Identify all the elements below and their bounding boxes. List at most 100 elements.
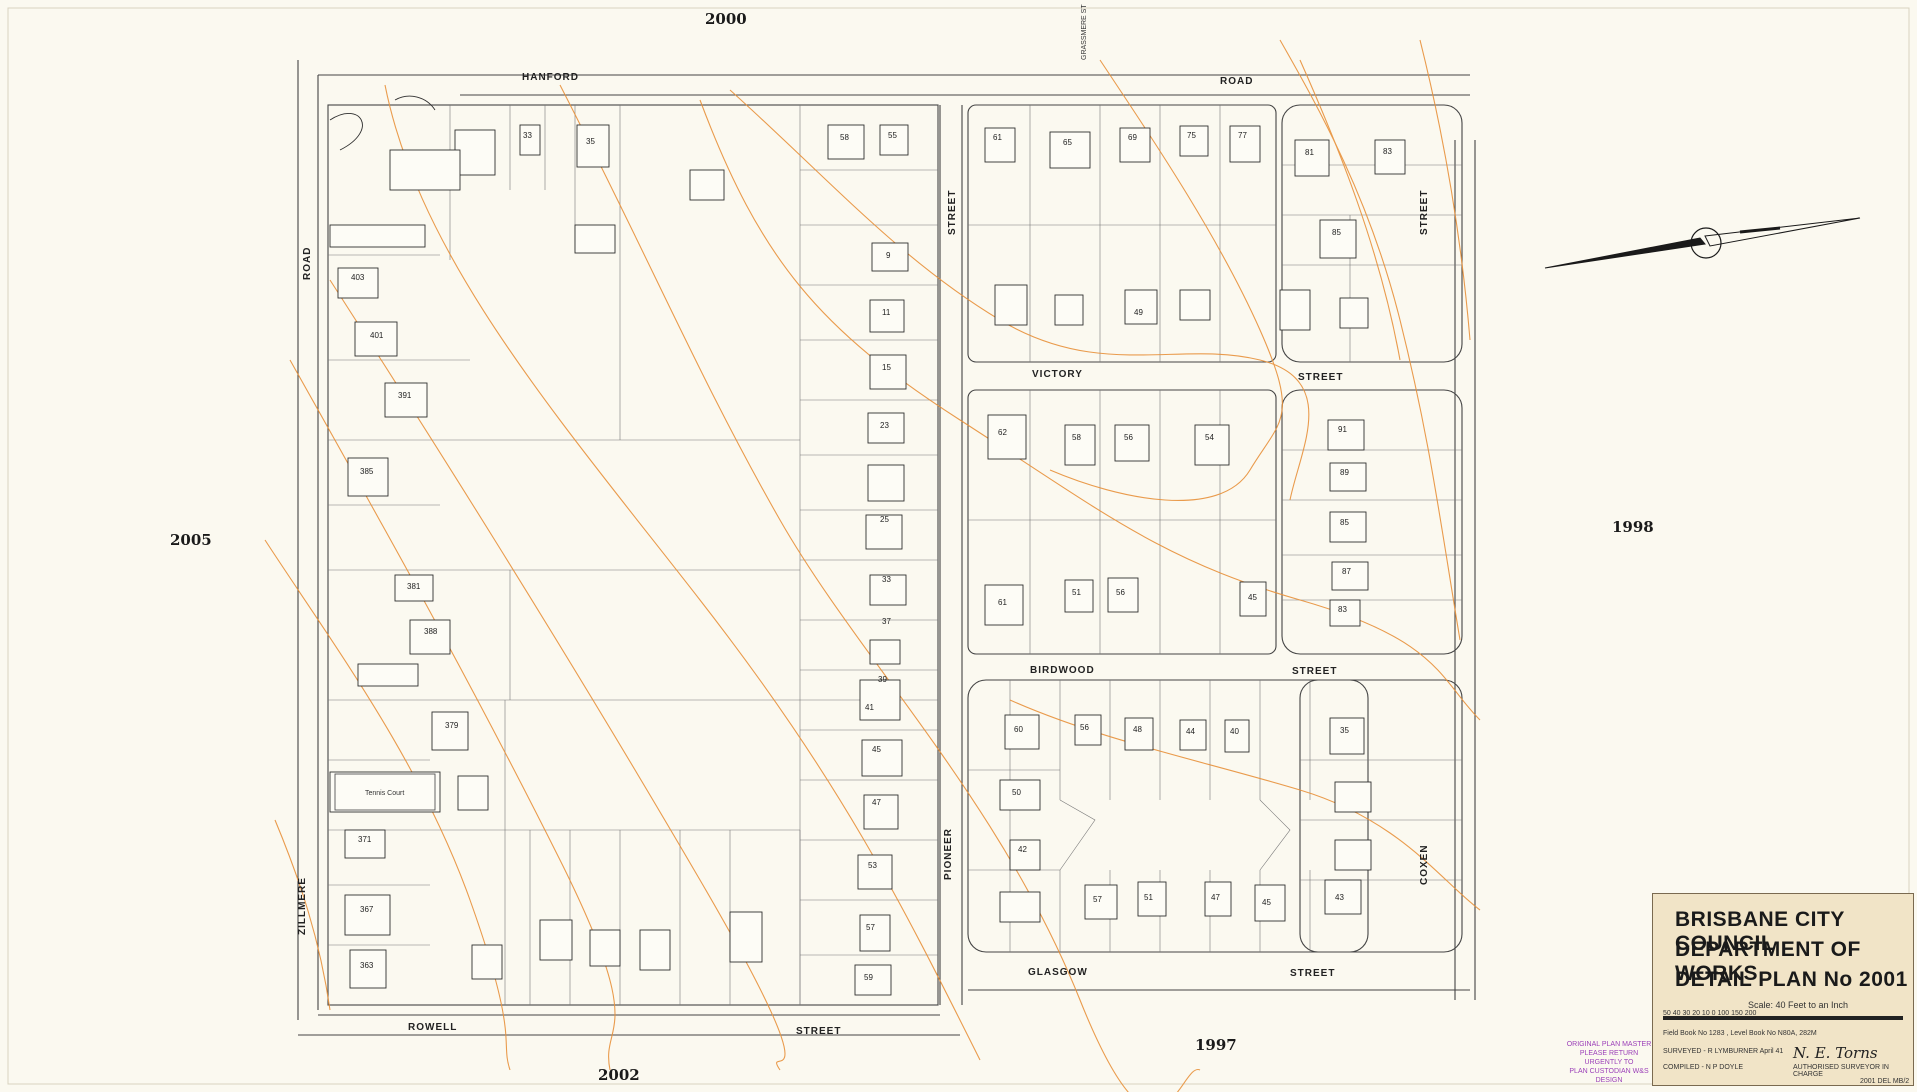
house-number: 49 bbox=[1134, 308, 1143, 317]
house-number: 401 bbox=[370, 331, 384, 340]
stamp-line: PLEASE RETURN URGENTLY TO bbox=[1579, 1050, 1639, 1066]
house-number: 45 bbox=[872, 745, 881, 754]
house-number: 403 bbox=[351, 273, 365, 282]
field-book-text: Field Book No 1283 , Level Book No N80A,… bbox=[1663, 1030, 1817, 1037]
compiled-text: COMPILED - N P DOYLE bbox=[1663, 1064, 1744, 1071]
house-number: 58 bbox=[1072, 433, 1081, 442]
scale-text: Scale: 40 Feet to an Inch bbox=[1748, 1000, 1849, 1010]
house-number: 54 bbox=[1205, 433, 1214, 442]
street-label-birdwood-street: STREET bbox=[1292, 666, 1337, 677]
street-label-road-left: ROAD bbox=[302, 247, 313, 280]
house-number: 57 bbox=[1093, 895, 1102, 904]
house-number: 15 bbox=[882, 363, 891, 372]
house-number: 60 bbox=[1014, 725, 1023, 734]
street-label-pioneer-top: STREET bbox=[947, 190, 958, 235]
house-number: 45 bbox=[1262, 898, 1271, 907]
house-number: 61 bbox=[993, 133, 1002, 142]
stamp-line: ORIGINAL PLAN MASTER bbox=[1566, 1041, 1652, 1048]
house-number: 50 bbox=[1012, 788, 1021, 797]
street-label-pioneer: PIONEER bbox=[943, 828, 954, 880]
adjacent-sheet-bottom-left[interactable]: 2002 bbox=[598, 1066, 640, 1084]
house-number: 367 bbox=[360, 905, 374, 914]
tennis-court-note: Tennis Court bbox=[365, 790, 404, 797]
house-number: 61 bbox=[998, 598, 1007, 607]
house-number: 47 bbox=[872, 798, 881, 807]
house-number: 33 bbox=[882, 575, 891, 584]
block-boundaries bbox=[297, 60, 1476, 1036]
house-number: 51 bbox=[1072, 588, 1081, 597]
house-number: 89 bbox=[1340, 468, 1349, 477]
street-label-zillmere: ZILLMERE bbox=[297, 877, 308, 935]
street-label-rowell: ROWELL bbox=[408, 1022, 457, 1033]
house-number: 91 bbox=[1338, 425, 1347, 434]
house-number: 37 bbox=[882, 617, 891, 626]
house-number: 11 bbox=[882, 308, 891, 317]
street-label-glasgow: GLASGOW bbox=[1028, 967, 1088, 978]
house-number: 23 bbox=[880, 421, 889, 430]
street-label-coxen: COXEN bbox=[1419, 844, 1430, 885]
house-number: 47 bbox=[1211, 893, 1220, 902]
house-number: 51 bbox=[1144, 893, 1153, 902]
house-number: 81 bbox=[1305, 148, 1314, 157]
house-number: 57 bbox=[866, 923, 875, 932]
house-number: 45 bbox=[1248, 593, 1257, 602]
street-label-glasgow-street: STREET bbox=[1290, 968, 1335, 979]
house-number: 35 bbox=[1340, 726, 1349, 735]
adjacent-sheet-left[interactable]: 2005 bbox=[170, 531, 212, 549]
street-label-birdwood: BIRDWOOD bbox=[1030, 665, 1095, 676]
street-label-hanford: HANFORD bbox=[522, 72, 579, 83]
buildings bbox=[329, 95, 1406, 996]
house-number: 39 bbox=[878, 675, 887, 684]
house-number: 87 bbox=[1342, 567, 1351, 576]
house-number: 56 bbox=[1080, 723, 1089, 732]
house-number: 58 bbox=[840, 133, 849, 142]
house-number: 53 bbox=[868, 861, 877, 870]
title-line-plan-number: DETAIL PLAN No 2001 bbox=[1675, 968, 1908, 991]
house-number: 391 bbox=[398, 391, 412, 400]
house-number: 381 bbox=[407, 582, 421, 591]
plan-code: 2001 DEL MB/2 bbox=[1860, 1078, 1910, 1085]
house-number: 55 bbox=[888, 131, 897, 140]
contour-lines bbox=[264, 39, 1481, 1092]
house-number: 48 bbox=[1133, 725, 1142, 734]
house-number: 69 bbox=[1128, 133, 1137, 142]
street-label-rowell-street: STREET bbox=[796, 1026, 841, 1037]
house-number: 59 bbox=[864, 973, 873, 982]
house-number: 371 bbox=[358, 835, 372, 844]
house-number: 75 bbox=[1187, 131, 1196, 140]
adjacent-sheet-top[interactable]: 2000 bbox=[705, 10, 747, 28]
house-numbers: 403 401 391 385 381 388 379 371 367 363 … bbox=[351, 131, 1392, 982]
street-label-victory: VICTORY bbox=[1032, 369, 1083, 380]
house-number: 35 bbox=[586, 137, 595, 146]
house-number: 40 bbox=[1230, 727, 1239, 736]
house-number: 25 bbox=[880, 515, 889, 524]
house-number: 385 bbox=[360, 467, 374, 476]
house-number: 83 bbox=[1338, 605, 1347, 614]
grassmere-note: GRASSMERE ST bbox=[1081, 4, 1088, 60]
house-number: 85 bbox=[1340, 518, 1349, 527]
title-line-council: BRISBANE CITY COUNCIL bbox=[1675, 908, 1845, 955]
street-label-victory-street: STREET bbox=[1298, 372, 1343, 383]
house-number: 65 bbox=[1063, 138, 1072, 147]
house-number: 83 bbox=[1383, 147, 1392, 156]
house-number: 43 bbox=[1335, 893, 1344, 902]
adjacent-sheet-bottom-right[interactable]: 1997 bbox=[1195, 1036, 1237, 1054]
title-block: BRISBANE CITY COUNCIL DEPARTMENT OF WORK… bbox=[1652, 893, 1914, 1086]
house-number: 363 bbox=[360, 961, 374, 970]
house-number: 56 bbox=[1116, 588, 1125, 597]
adjacent-sheet-right[interactable]: 1998 bbox=[1612, 518, 1654, 536]
house-number: 33 bbox=[523, 131, 532, 140]
house-number: 85 bbox=[1332, 228, 1341, 237]
house-number: 388 bbox=[424, 627, 438, 636]
title-line-department: DEPARTMENT OF WORKS bbox=[1675, 938, 1861, 985]
scale-ticks: 50 40 30 20 10 0 100 150 200 bbox=[1663, 1010, 1757, 1017]
house-number: 9 bbox=[886, 251, 891, 260]
stamp-line: PLAN CUSTODIAN W&S DESIGN bbox=[1569, 1068, 1649, 1084]
house-number: 77 bbox=[1238, 131, 1247, 140]
surveyed-text: SURVEYED - R LYMBURNER April 41 bbox=[1663, 1048, 1784, 1055]
north-arrow bbox=[1544, 217, 1861, 269]
scale-bar bbox=[1663, 1016, 1903, 1020]
house-number: 44 bbox=[1186, 727, 1195, 736]
authorised-text: AUTHORISED SURVEYOR IN CHARGE bbox=[1793, 1064, 1889, 1078]
